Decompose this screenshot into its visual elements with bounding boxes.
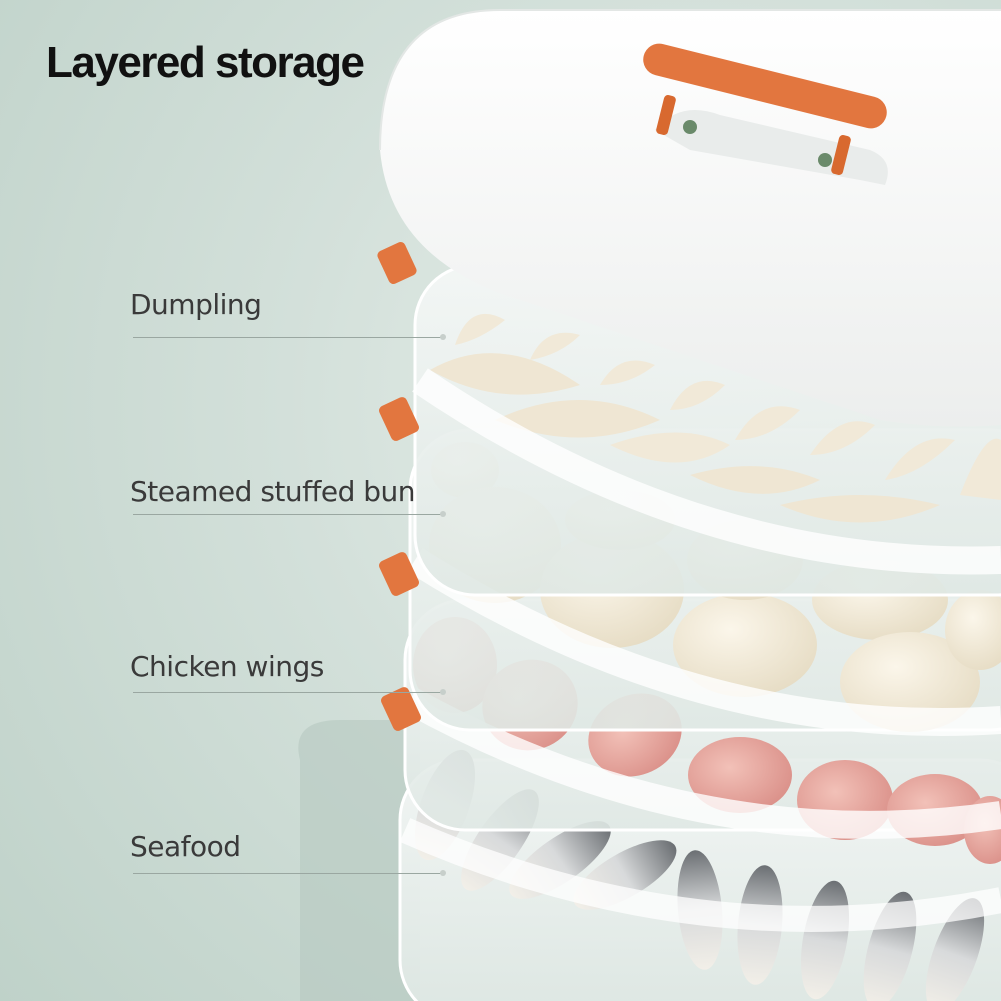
side-clips: [377, 241, 421, 731]
dumplings-group: [430, 313, 1001, 523]
leader-dot-bun: [440, 511, 446, 517]
leader-line-bun: [133, 514, 443, 515]
leader-line-dumpling: [133, 337, 443, 338]
handle-icon: [643, 43, 887, 176]
handle-recess: [655, 110, 888, 185]
leader-dot-wings: [440, 689, 446, 695]
label-seafood: Seafood: [130, 830, 241, 863]
shadow: [298, 720, 420, 1001]
leader-dot-dumpling: [440, 334, 446, 340]
page-title: Layered storage: [46, 38, 365, 87]
leader-dot-seafood: [440, 870, 446, 876]
lid: [379, 9, 1001, 427]
label-chicken-wings: Chicken wings: [130, 650, 324, 683]
label-dumpling: Dumpling: [130, 288, 262, 321]
leader-line-seafood: [133, 873, 443, 874]
label-steamed-stuffed-bun: Steamed stuffed bun: [130, 475, 416, 508]
leader-line-wings: [133, 692, 443, 693]
